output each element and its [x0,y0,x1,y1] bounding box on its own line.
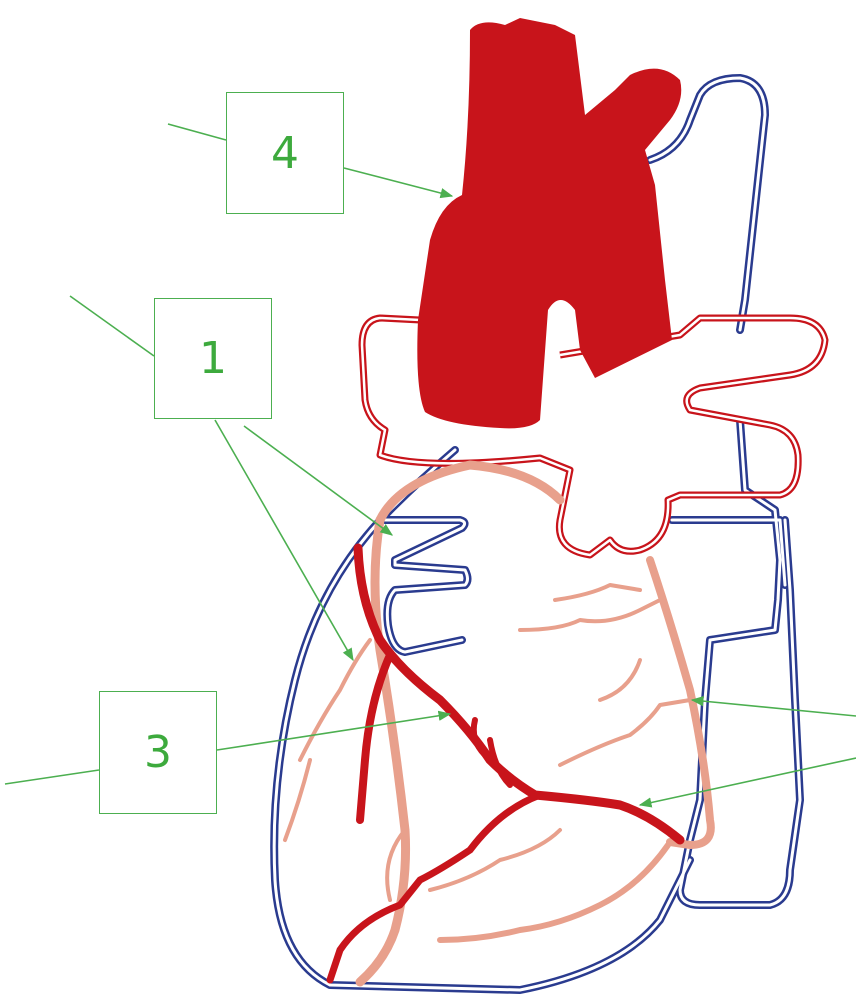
label-box-4: 4 [226,92,344,214]
leader-1-arrow-a [244,426,392,535]
leader-4-in [168,124,226,140]
label-box-3: 3 [99,691,217,814]
label-3: 3 [144,727,172,778]
aorta [417,18,681,428]
leader-3-in [5,770,99,784]
label-box-1: 1 [154,298,272,419]
leader-1-in [70,296,154,356]
coronary-arteries [330,548,680,980]
label-4: 4 [271,128,299,179]
leader-3-arrow [217,714,450,750]
label-1: 1 [199,333,227,384]
cardiac-veins [285,465,711,982]
leader-right-arrow-b [640,758,856,805]
leader-right-arrow-a [692,700,856,716]
leader-4-arrow [344,168,452,196]
